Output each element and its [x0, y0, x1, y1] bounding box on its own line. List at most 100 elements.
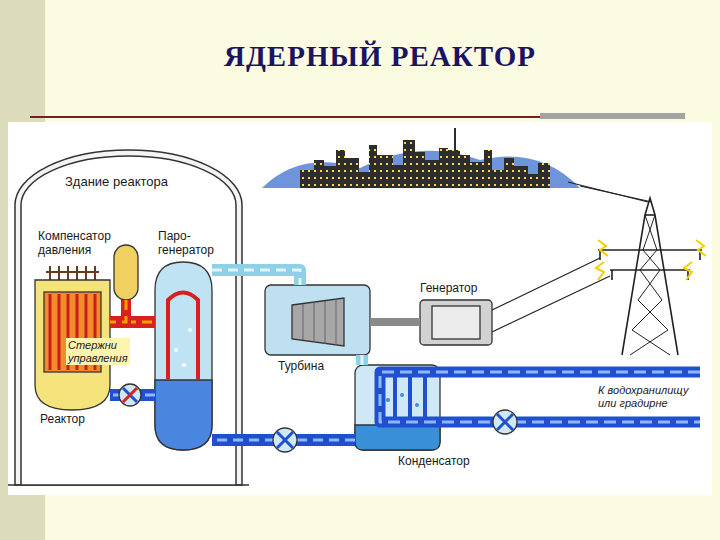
pump-symbol: [123, 388, 137, 402]
pipe-group: [362, 355, 363, 365]
pipe-connector: [212, 270, 300, 285]
pressurizer: [114, 245, 138, 300]
component-label: Паро- генератор: [158, 230, 214, 258]
cooling-water-pipe: [408, 376, 412, 418]
reactor-vessel: [58, 294, 61, 370]
pump-symbol: [497, 414, 513, 430]
city-skyline: [262, 151, 580, 188]
city-skyline: [528, 174, 538, 188]
generator: [420, 300, 492, 345]
pump-symbol: [119, 384, 517, 452]
turbine: [265, 285, 370, 355]
page-frame: [8, 122, 712, 495]
pipe-connector: [110, 300, 126, 322]
pipe-stripe: [110, 300, 126, 322]
part-label: Стержни управления: [66, 338, 130, 365]
city-skyline: [415, 152, 425, 188]
transmission-tower: [632, 215, 670, 355]
city-skyline: [448, 150, 460, 188]
pipe-group: [370, 322, 420, 323]
pressurizer: Компенсатор давления: [114, 245, 138, 300]
component-label: Здание реактора: [65, 175, 168, 190]
transmission-tower: [610, 269, 690, 271]
pipe-group: [212, 270, 300, 285]
pipe-connector: [370, 318, 420, 326]
transmission-tower: [598, 198, 702, 355]
pipe-connector: [356, 355, 368, 365]
city-skyline: [393, 165, 403, 188]
label-slot: Компенсатор давления: [38, 230, 111, 258]
pipe-group: [110, 300, 126, 322]
pump-symbol: [277, 432, 293, 448]
reactor-building: Здание реактораКомпенсатор давления Паро-…: [15, 150, 243, 485]
city-skyline: [439, 148, 448, 188]
city-skyline: [324, 166, 336, 188]
steam-generator: [155, 262, 212, 450]
cooling-water-pipe: [395, 376, 425, 418]
spark-symbol: [596, 262, 604, 280]
pump-symbol: [277, 432, 293, 448]
condenser: Конденсатор: [355, 365, 440, 450]
city-skyline: [314, 160, 324, 188]
label-slot: Здание реактора: [65, 175, 168, 190]
component-label: Конденсатор: [398, 455, 470, 469]
spark-symbol: [596, 240, 706, 280]
component-label: Генератор: [420, 282, 477, 296]
condenser: [355, 425, 440, 450]
city-skyline: [403, 140, 415, 188]
cooling-water-pipe: [400, 393, 404, 397]
turbine: [303, 304, 304, 340]
reactor-building: [15, 150, 242, 485]
city-skyline: [359, 172, 369, 188]
reactor-building: [8, 484, 249, 486]
steam-generator: [155, 262, 212, 450]
page-frame: [540, 113, 685, 119]
city-skyline: [300, 170, 314, 188]
power-line: [492, 258, 600, 310]
city-skyline: [538, 163, 550, 188]
pump-symbol: [497, 414, 513, 430]
power-line: [580, 186, 652, 202]
label-slot: Реактор: [40, 413, 85, 427]
spark-symbol: [696, 240, 706, 256]
turbine: Турбина: [265, 285, 370, 355]
generator: Генератор: [420, 300, 492, 345]
spark-symbol: [684, 262, 692, 280]
cooling-water-pipe: [415, 403, 419, 407]
condenser: [355, 365, 440, 450]
component-label: Турбина: [278, 360, 324, 374]
city-skyline: [425, 160, 439, 188]
pressurizer: [114, 245, 138, 300]
pipe-stripe: [361, 355, 364, 365]
steam-generator: [168, 293, 198, 381]
city-skyline: [504, 158, 514, 188]
label-slot: Паро- генератор: [158, 230, 214, 258]
generator: [420, 300, 492, 345]
cooling-water-pipe: [423, 376, 427, 418]
label-slot: Конденсатор: [398, 455, 470, 469]
transmission-tower: [611, 270, 613, 280]
city-skyline: [470, 162, 484, 188]
spark-symbol: [598, 240, 608, 256]
page-title: ЯДЕРНЫЙ РЕАКТОР: [48, 40, 712, 73]
steam-generator: [188, 328, 192, 332]
pump-symbol: [273, 428, 297, 452]
steam-generator: [174, 328, 192, 367]
cooling-water-pipe: [393, 376, 397, 418]
pump-symbol: [493, 410, 517, 434]
label-slot: Стержни управления: [66, 338, 130, 365]
city-skyline: [336, 150, 345, 188]
pump-symbol: [119, 384, 141, 406]
city-skyline: [514, 166, 528, 188]
reactor-vessel: [49, 294, 52, 370]
turbine: [292, 298, 344, 346]
pipe-stripe: [212, 270, 300, 285]
city-skyline: [377, 155, 393, 188]
city-skyline: [262, 128, 580, 188]
component-label: Компенсатор давления: [38, 230, 111, 258]
pipe-note: К водохранилищу или градирне: [598, 384, 704, 409]
